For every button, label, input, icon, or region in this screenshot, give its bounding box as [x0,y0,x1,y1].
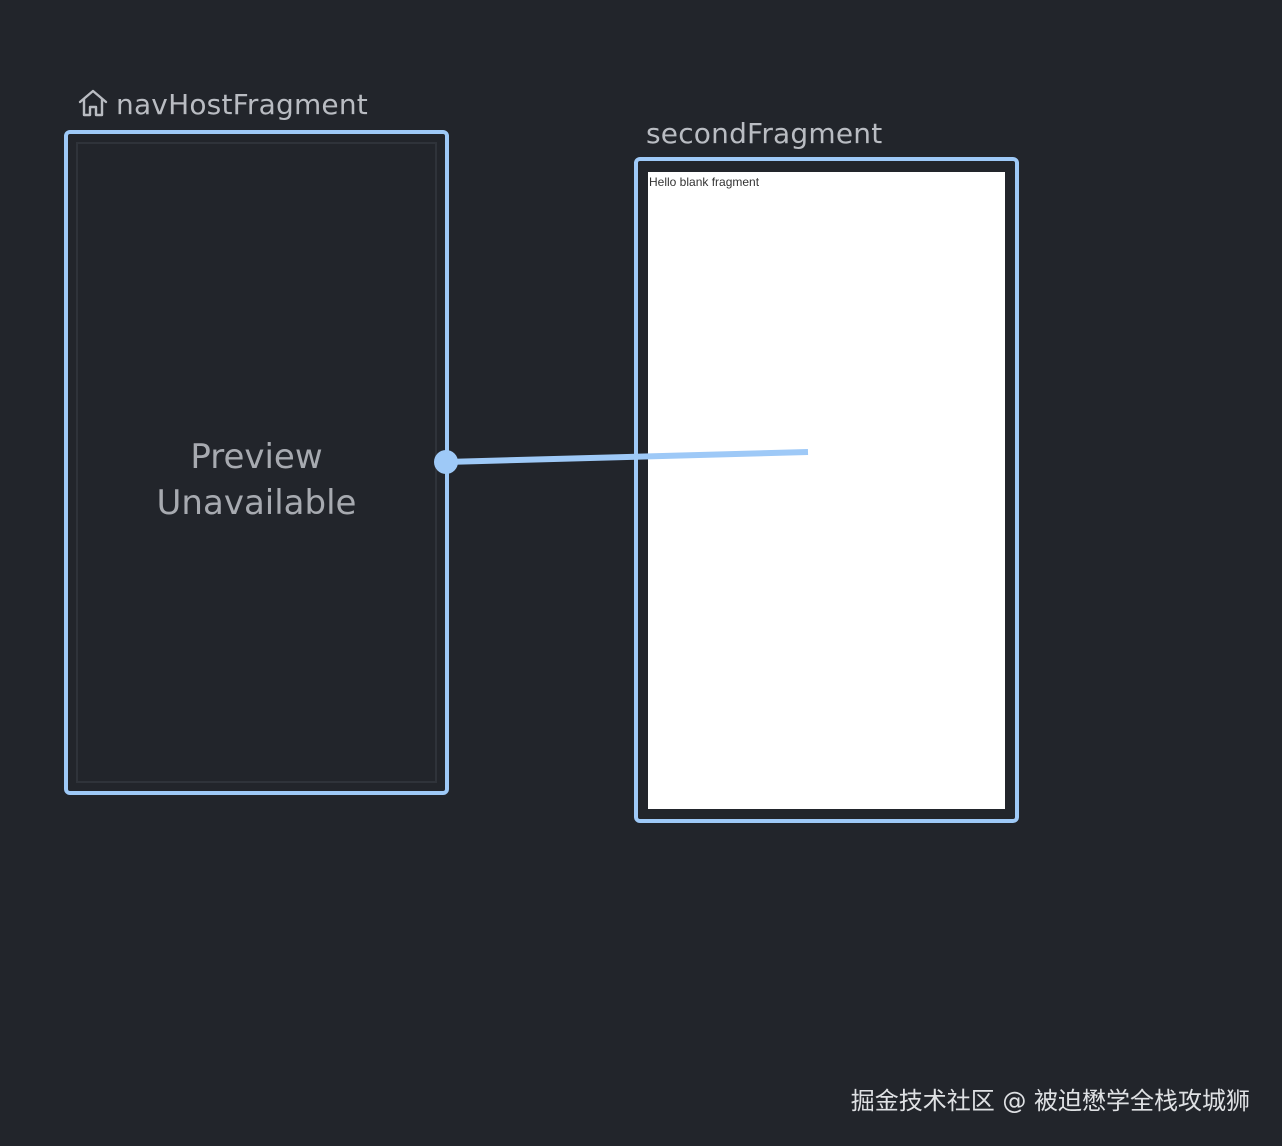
nav-host-fragment-node[interactable]: Preview Unavailable [64,130,449,795]
preview-hello-text: Hello blank fragment [649,175,760,189]
second-fragment-preview: Hello blank fragment [648,172,1005,809]
nav-host-fragment-preview: Preview Unavailable [76,142,437,783]
watermark-text: 掘金技术社区 @ 被迫懋学全栈攻城狮 [850,1087,1250,1115]
preview-line-1: Preview [190,437,323,477]
preview-unavailable-text: Preview Unavailable [78,434,435,526]
home-icon [77,88,109,118]
start-destination-label: navHostFragment [116,88,368,121]
second-destination-label: secondFragment [646,117,883,150]
preview-line-2: Unavailable [156,483,357,523]
second-fragment-node[interactable]: Hello blank fragment [634,157,1019,823]
